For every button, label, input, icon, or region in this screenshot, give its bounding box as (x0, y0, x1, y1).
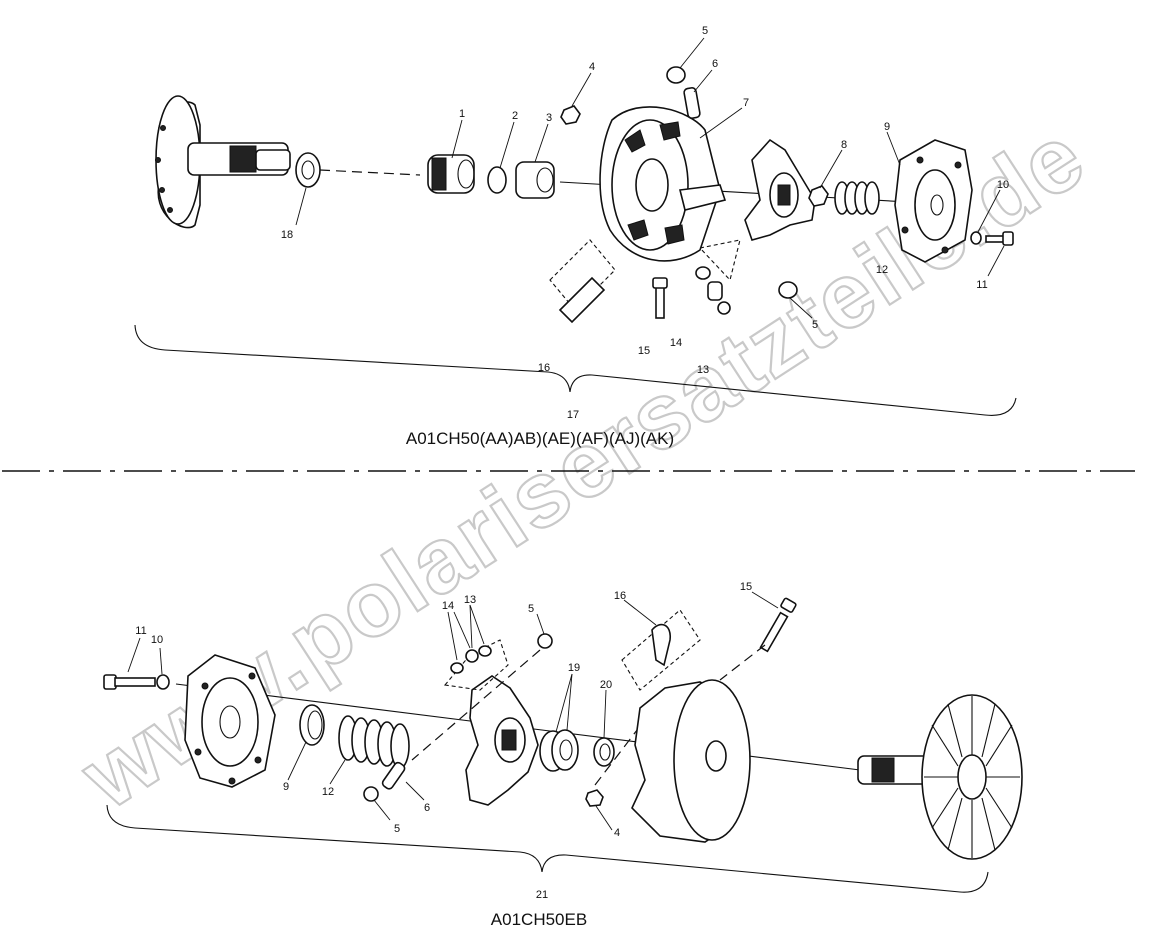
bottom-part-10-washer (156, 674, 170, 690)
top-label-1: 1 (459, 108, 465, 120)
top-model-caption: A01CH50(AA)AB)(AE)(AF)(AJ)(AK) (406, 429, 674, 448)
bottom-part-19-bearing (539, 729, 579, 772)
top-label-4: 4 (589, 61, 595, 73)
top-part-13-roller (707, 281, 731, 315)
top-assembly-number: 17 (567, 409, 579, 421)
top-part-5-roller-upper (666, 66, 686, 84)
top-label-3: 3 (546, 112, 552, 124)
bottom-label-11: 11 (135, 625, 146, 637)
top-part-14-washer (695, 266, 711, 280)
bottom-label-10: 10 (151, 634, 163, 646)
bottom-spider (465, 675, 539, 806)
bottom-part-14-washer (450, 662, 464, 674)
top-label-9: 9 (884, 121, 890, 133)
bottom-part-12-spring (338, 715, 410, 769)
top-label-8: 8 (841, 139, 847, 151)
top-part-9-cover (894, 139, 973, 263)
top-label-16: 16 (538, 362, 550, 374)
bottom-label-14: 14 (442, 600, 454, 612)
top-label-18: 18 (281, 229, 293, 241)
top-assembly-bracket (134, 324, 1017, 416)
top-label-11: 11 (976, 279, 987, 291)
top-part-1-bearing (427, 154, 475, 194)
top-label-13: 13 (697, 364, 709, 376)
bottom-part-4-nut (585, 789, 604, 807)
bottom-label-9: 9 (283, 781, 289, 793)
bottom-label-13: 13 (464, 594, 476, 606)
top-moveable-sheave (599, 106, 727, 262)
bottom-label-15: 15 (740, 581, 752, 593)
bottom-cover (184, 654, 276, 788)
bottom-part-6-pin (381, 761, 406, 790)
top-assembly: 1 2 3 4 5 6 7 8 9 10 11 12 13 14 15 16 1… (134, 25, 1017, 448)
top-part-15-bolt (652, 277, 668, 319)
top-centerline-left (319, 169, 421, 176)
top-label-14: 14 (670, 337, 682, 349)
bottom-label-20: 20 (600, 679, 612, 691)
bottom-assembly-bracket (106, 804, 989, 893)
top-part-18-washer (295, 152, 321, 188)
bottom-label-5-lower: 5 (394, 823, 400, 835)
bottom-label-4: 4 (614, 827, 620, 839)
top-part-8-nut (808, 185, 829, 207)
top-label-2: 2 (512, 110, 518, 122)
bottom-part-9-bushing (299, 704, 325, 746)
bottom-assembly-number: 21 (536, 889, 548, 901)
bottom-label-12: 12 (322, 786, 334, 798)
top-part-3-bushing (515, 161, 555, 199)
bottom-part-15-bolt (759, 597, 797, 653)
bottom-assembly: 11 10 14 13 5 16 15 19 20 9 12 6 5 4 21 … (103, 581, 1023, 929)
bottom-part-11-bolt (103, 674, 156, 690)
top-part-10-washer (970, 231, 982, 245)
top-part-16-weight (549, 239, 616, 324)
top-part-12-spring (834, 181, 880, 215)
top-label-10: 10 (997, 179, 1009, 191)
top-part-2-ring (487, 166, 507, 194)
top-label-5-lower: 5 (812, 319, 818, 331)
top-part-5-roller-lower (778, 281, 798, 299)
top-spider (744, 138, 816, 241)
bottom-label-6: 6 (424, 802, 430, 814)
top-part-4-nut (560, 105, 581, 125)
bottom-part-5-roller-lower (363, 786, 379, 802)
bottom-model-caption: A01CH50EB (491, 910, 587, 929)
bottom-fixed-sheave (857, 694, 1023, 860)
bottom-label-19: 19 (568, 662, 580, 674)
top-label-15: 15 (638, 345, 650, 357)
bottom-moveable-sheave (631, 679, 751, 843)
bottom-part-5-roller-upper (537, 633, 553, 649)
top-label-5-upper: 5 (702, 25, 708, 37)
top-part-6-pin (683, 87, 701, 119)
top-part-11-bolt (985, 231, 1014, 246)
top-label-12: 12 (876, 264, 888, 276)
bottom-part-16-weight (621, 609, 701, 691)
bottom-part-13-roller (465, 649, 479, 663)
top-label-7: 7 (743, 97, 749, 109)
bottom-label-16: 16 (614, 590, 626, 602)
bottom-label-5-upper: 5 (528, 603, 534, 615)
top-label-6: 6 (712, 58, 718, 70)
bottom-part-20-ring (593, 737, 615, 767)
top-fixed-sheave (155, 95, 291, 229)
